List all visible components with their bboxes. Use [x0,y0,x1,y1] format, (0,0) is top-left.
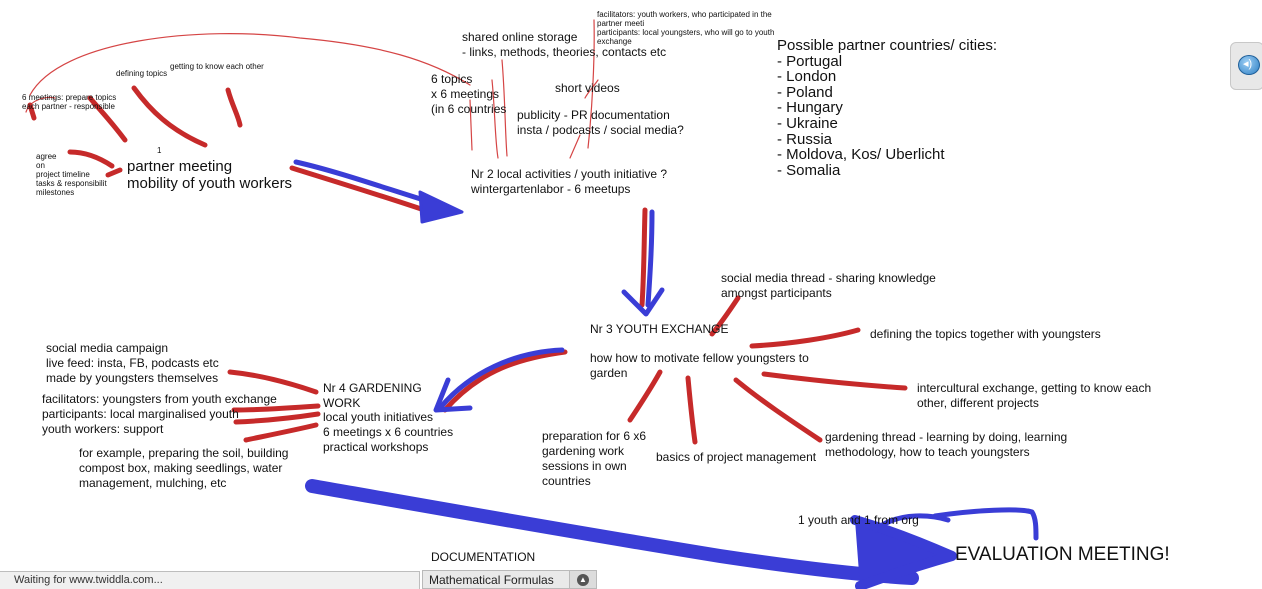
red-stroke [27,102,37,121]
blue-arrow-stroke [293,159,443,208]
red-stroke [685,375,698,445]
blue-arrow-stroke [305,479,919,585]
thin-red-arc [29,33,471,96]
list-item: - Russia [777,130,833,148]
red-stroke [627,369,663,423]
facilitators-note: facilitators: youngsters from youth exch… [42,392,277,436]
thin-red-line [469,99,473,151]
nr3-heading: Nr 3 YOUTH EXCHANGE [590,322,729,336]
one-youth-note: 1 youth and 1 from org [798,513,919,527]
blue-stroke [932,507,1039,541]
list-item: - Somalia [777,161,841,179]
nr2-heading: Nr 2 local activities / youth initiative… [471,167,668,196]
chevron-up-icon: ▲ [577,574,589,586]
intercultural-note: intercultural exchange, getting to know … [917,381,1152,410]
status-text: Waiting for www.twiddla.com... [14,574,163,586]
partner-countries-title: Possible partner countries/ cities: [777,37,998,54]
red-stroke [227,369,319,395]
motivate-note: how how to motivate fellow youngsters to… [590,351,809,380]
short-videos-note: short videos [555,81,620,95]
shared-storage-note: shared online storage- links, methods, t… [462,30,667,59]
thin-red-line [491,79,499,159]
defining-topics-note: defining topics [116,69,168,78]
blue-stroke [872,513,951,533]
gardening-thread-note: gardening thread - learning by doing, le… [825,430,1068,459]
list-item: - Ukraine [777,114,838,132]
red-stroke [733,377,823,443]
blue-arrowhead [433,377,473,413]
red-stroke [233,411,321,425]
red-stroke [749,327,861,349]
formula-toggle-button[interactable]: ▲ [569,570,597,589]
example-note: for example, preparing the soil, buildin… [79,446,289,490]
chat-button[interactable]: ◂) [1230,42,1262,90]
evaluation-meeting-heading: EVALUATION MEETING! [955,544,1170,565]
documentation-label: DOCUMENTATION [431,550,536,564]
thin-red-line [584,79,599,99]
red-arrow-stroke [289,165,433,215]
blue-arrowhead [850,515,957,589]
browser-status-bar: Waiting for www.twiddla.com... [0,571,420,589]
red-stroke [709,295,741,337]
red-arrow-stroke [442,349,568,413]
red-stroke [105,167,123,178]
mathematical-formulas-tab[interactable]: Mathematical Formulas [422,570,570,589]
list-item: - Hungary [777,99,843,117]
list-item: - Portugal [777,52,843,70]
getting-to-know-note: getting to know each other [170,62,264,71]
blue-arrow-stroke [437,347,565,411]
red-stroke [231,403,321,413]
red-stroke [225,87,243,128]
red-arrow-stroke [639,207,648,308]
formula-tab-label: Mathematical Formulas [429,573,554,587]
red-stroke [67,149,115,169]
red-stroke [761,371,908,391]
thin-red-line [587,19,595,149]
thin-red-line [25,96,56,113]
red-stroke [243,422,319,443]
list-item: - Poland [777,83,833,101]
thin-red-line [569,134,581,159]
blue-arrow-stroke [645,209,655,308]
list-item: - Moldova, Kos/ Uberlicht [777,146,945,164]
facilitators-top-note: facilitators: youth workers, who partici… [597,10,775,46]
blue-arrowhead [621,287,665,317]
red-stroke [87,95,128,143]
list-item: - London [777,68,837,86]
speech-bubble-icon: ◂) [1238,55,1260,75]
red-stroke [131,85,208,148]
thin-red-line [501,59,508,157]
step-number-1: 1 [157,146,162,155]
basics-note: basics of project management [656,450,817,464]
blue-arrowhead [418,190,464,224]
partner-countries-list: Possible partner countries/ cities: - Po… [777,38,997,178]
defining-topics-together-note: defining the topics together with youngs… [870,327,1101,341]
